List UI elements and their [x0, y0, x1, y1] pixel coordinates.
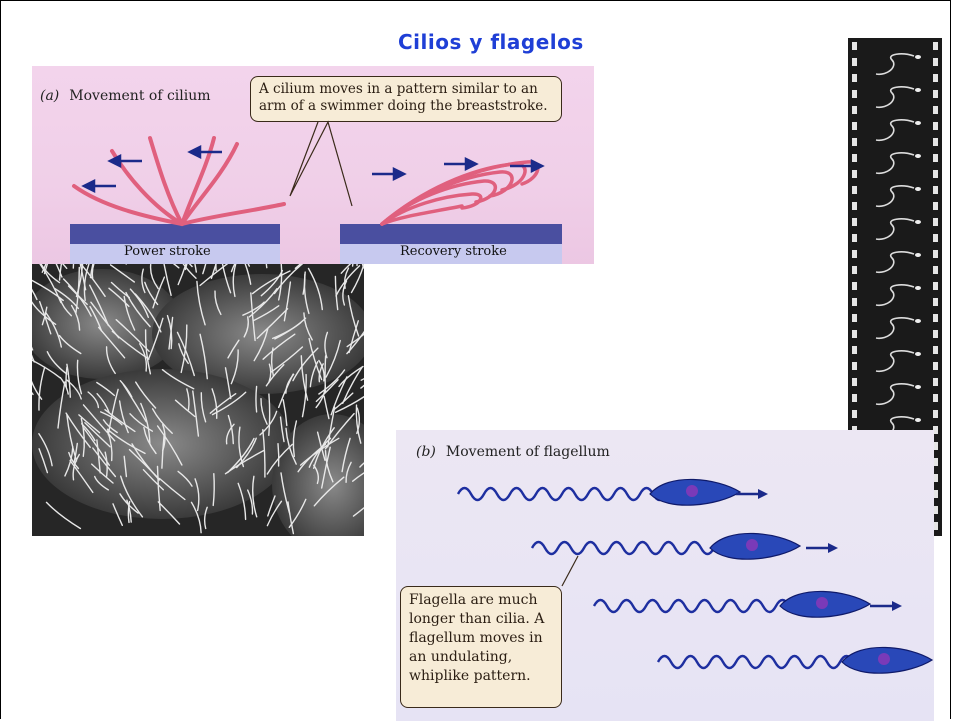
- cilium-movement-figure: (a)Movement of cilium A cilium moves in …: [32, 66, 594, 264]
- sperm-head: [915, 187, 921, 191]
- cilia-micrograph-image: [32, 264, 364, 536]
- sperm-head: [915, 385, 921, 389]
- film-perforation: [852, 394, 857, 402]
- film-perforation: [852, 202, 857, 210]
- direction-arrowhead: [828, 543, 838, 553]
- film-perforation: [852, 74, 857, 82]
- film-perforation: [933, 170, 938, 178]
- film-perforation: [852, 282, 857, 290]
- film-perforation: [933, 186, 938, 194]
- film-perforation: [852, 122, 857, 130]
- film-perforation: [933, 202, 938, 210]
- power-stroke-label: Power stroke: [124, 244, 211, 259]
- flagellum-tail: [594, 600, 789, 612]
- film-perforation: [933, 330, 938, 338]
- cilium-diagram: [32, 66, 594, 264]
- film-perforation: [933, 282, 938, 290]
- film-perforation: [852, 234, 857, 242]
- flagellate-nucleus: [878, 653, 890, 665]
- flagellum-tail: [532, 542, 714, 554]
- film-perforation: [933, 90, 938, 98]
- film-perforation: [852, 42, 857, 50]
- film-perforation: [933, 218, 938, 226]
- flagellum-movement-figure: (b)Movement of flagellum Flagella are mu…: [396, 430, 934, 721]
- film-perforation: [933, 266, 938, 274]
- film-perforation: [933, 138, 938, 146]
- flagellate-nucleus: [816, 597, 828, 609]
- sperm-head: [915, 88, 921, 92]
- film-perforation: [933, 410, 938, 418]
- film-perforation: [852, 362, 857, 370]
- cilium-hair: [66, 367, 67, 387]
- flagellate-nucleus: [746, 539, 758, 551]
- flagellum-tail: [658, 656, 853, 668]
- film-perforation: [933, 154, 938, 162]
- slide-title: Cilios y flagelos: [398, 30, 584, 54]
- sperm-head: [915, 418, 921, 422]
- film-perforation: [852, 186, 857, 194]
- film-perforation: [933, 122, 938, 130]
- sperm-head: [915, 154, 921, 158]
- direction-arrowhead: [892, 601, 902, 611]
- film-perforation: [852, 330, 857, 338]
- film-perforation: [933, 250, 938, 258]
- film-perforation: [933, 394, 938, 402]
- film-perforation: [933, 378, 938, 386]
- sperm-head: [915, 319, 921, 323]
- film-perforation: [852, 298, 857, 306]
- film-perforation: [933, 58, 938, 66]
- film-perforation: [852, 90, 857, 98]
- sperm-head: [915, 220, 921, 224]
- film-perforation: [852, 138, 857, 146]
- flagellum-callout: Flagella are much longer than cilia. A f…: [400, 586, 562, 708]
- sperm-head: [915, 286, 921, 290]
- film-perforation: [933, 362, 938, 370]
- film-perforation: [852, 106, 857, 114]
- cilium-hair: [256, 387, 257, 412]
- film-perforation: [852, 218, 857, 226]
- film-perforation: [933, 298, 938, 306]
- film-perforation: [933, 314, 938, 322]
- sperm-head: [915, 121, 921, 125]
- cilium-hair: [266, 264, 267, 268]
- cilium-hair: [278, 444, 279, 466]
- film-perforation: [852, 170, 857, 178]
- film-perforation: [852, 250, 857, 258]
- sperm-head: [915, 55, 921, 59]
- film-perforation: [852, 346, 857, 354]
- film-perforation: [933, 74, 938, 82]
- film-perforation: [852, 314, 857, 322]
- film-perforation: [933, 42, 938, 50]
- film-perforation: [933, 234, 938, 242]
- sperm-head: [915, 253, 921, 257]
- film-perforation: [933, 106, 938, 114]
- flagellum-tail: [458, 488, 666, 500]
- film-perforation: [852, 266, 857, 274]
- film-perforation: [852, 378, 857, 386]
- sperm-head: [915, 352, 921, 356]
- recovery-stroke-label: Recovery stroke: [400, 244, 507, 259]
- film-perforation: [852, 58, 857, 66]
- film-perforation: [852, 410, 857, 418]
- direction-arrowhead: [758, 489, 768, 499]
- film-perforation: [852, 154, 857, 162]
- cilia-micrograph: [32, 264, 364, 536]
- flagellate-nucleus: [686, 485, 698, 497]
- film-perforation: [933, 346, 938, 354]
